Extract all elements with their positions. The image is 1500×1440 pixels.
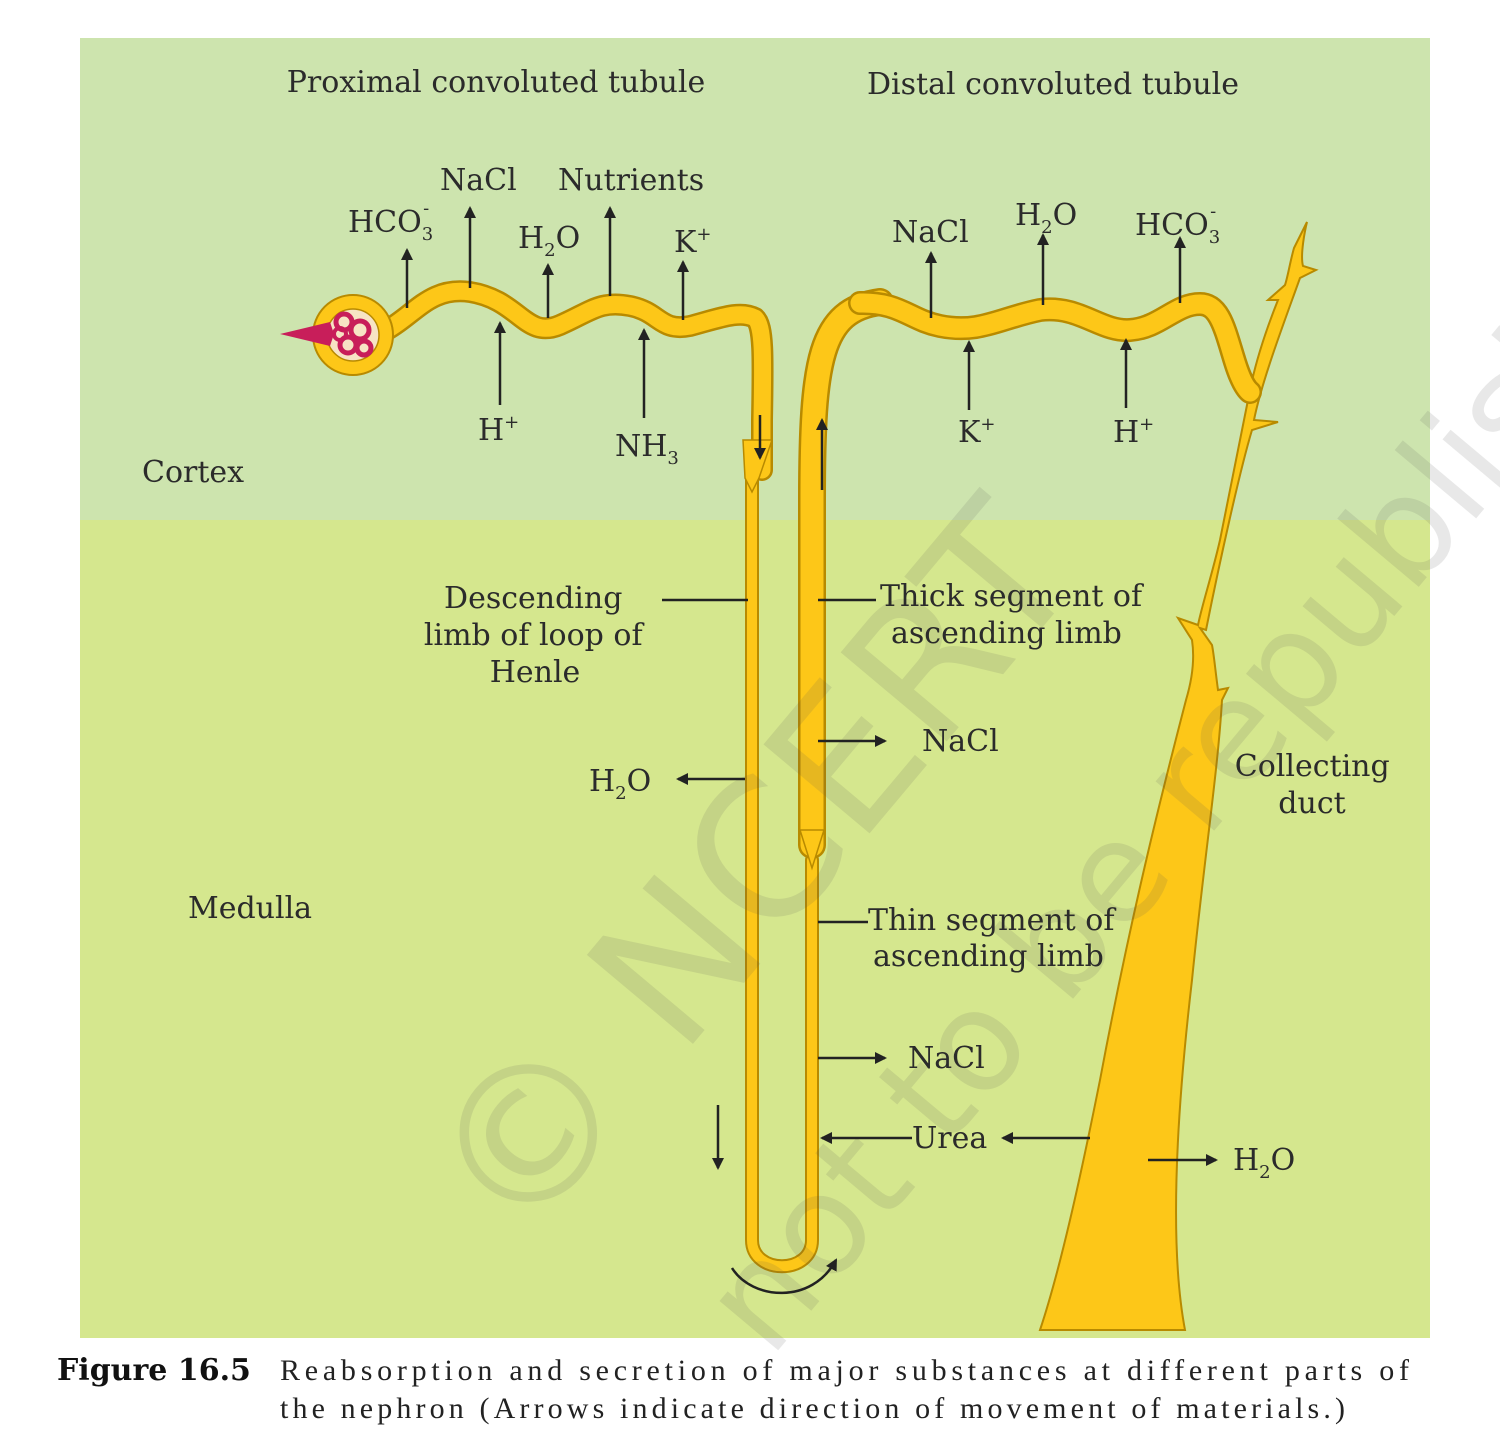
medulla-label: Medulla — [188, 891, 312, 926]
distal-h-label: H+ — [1113, 414, 1154, 450]
distal-k-label: K+ — [958, 414, 996, 450]
glomerulus — [280, 311, 374, 358]
figure-caption-number: Figure 16.5 — [57, 1353, 251, 1388]
proximal-h-label: H+ — [478, 412, 519, 448]
thick-nacl-label: NaCl — [922, 724, 999, 759]
proximal-tubule — [280, 280, 774, 481]
thick-ascending-label: Thick segment of ascending limb — [880, 579, 1152, 651]
proximal-nutrients-label: Nutrients — [558, 163, 704, 198]
loop-h2o-label: H2O — [589, 764, 651, 804]
thin-nacl-label: NaCl — [908, 1041, 985, 1076]
proximal-k-label: K+ — [674, 224, 712, 260]
urea-label: Urea — [912, 1121, 987, 1156]
figure-caption-line2: the nephron (Arrows indicate direction o… — [280, 1392, 1346, 1425]
movement-arrows — [401, 206, 1218, 1295]
distal-tubule — [848, 290, 1262, 404]
proximal-nh3-label: NH3 — [615, 429, 679, 469]
collecting-h2o-label: H2O — [1233, 1143, 1295, 1183]
distal-nacl-label: NaCl — [892, 215, 969, 250]
collecting-duct — [1038, 221, 1319, 1331]
figure-caption-line1: Reabsorption and secretion of major subs… — [280, 1354, 1410, 1387]
thin-ascending-label: Thin segment of ascending limb — [868, 903, 1124, 974]
distal-hco3-label: HCO3- — [1135, 201, 1220, 248]
distal-h2o-label: H2O — [1015, 198, 1077, 238]
proximal-h2o-label: H2O — [518, 221, 580, 261]
cortex-label: Cortex — [142, 455, 244, 490]
proximal-hco3-label: HCO3- — [348, 198, 433, 245]
distal-tubule-label: Distal convoluted tubule — [867, 67, 1239, 102]
proximal-tubule-label: Proximal convoluted tubule — [287, 65, 705, 100]
collecting-duct-label: Collecting duct — [1235, 749, 1399, 821]
descending-limb-label: Descending limb of loop of Henle — [424, 581, 652, 690]
leader-lines — [662, 598, 876, 924]
proximal-nacl-label: NaCl — [440, 163, 517, 198]
